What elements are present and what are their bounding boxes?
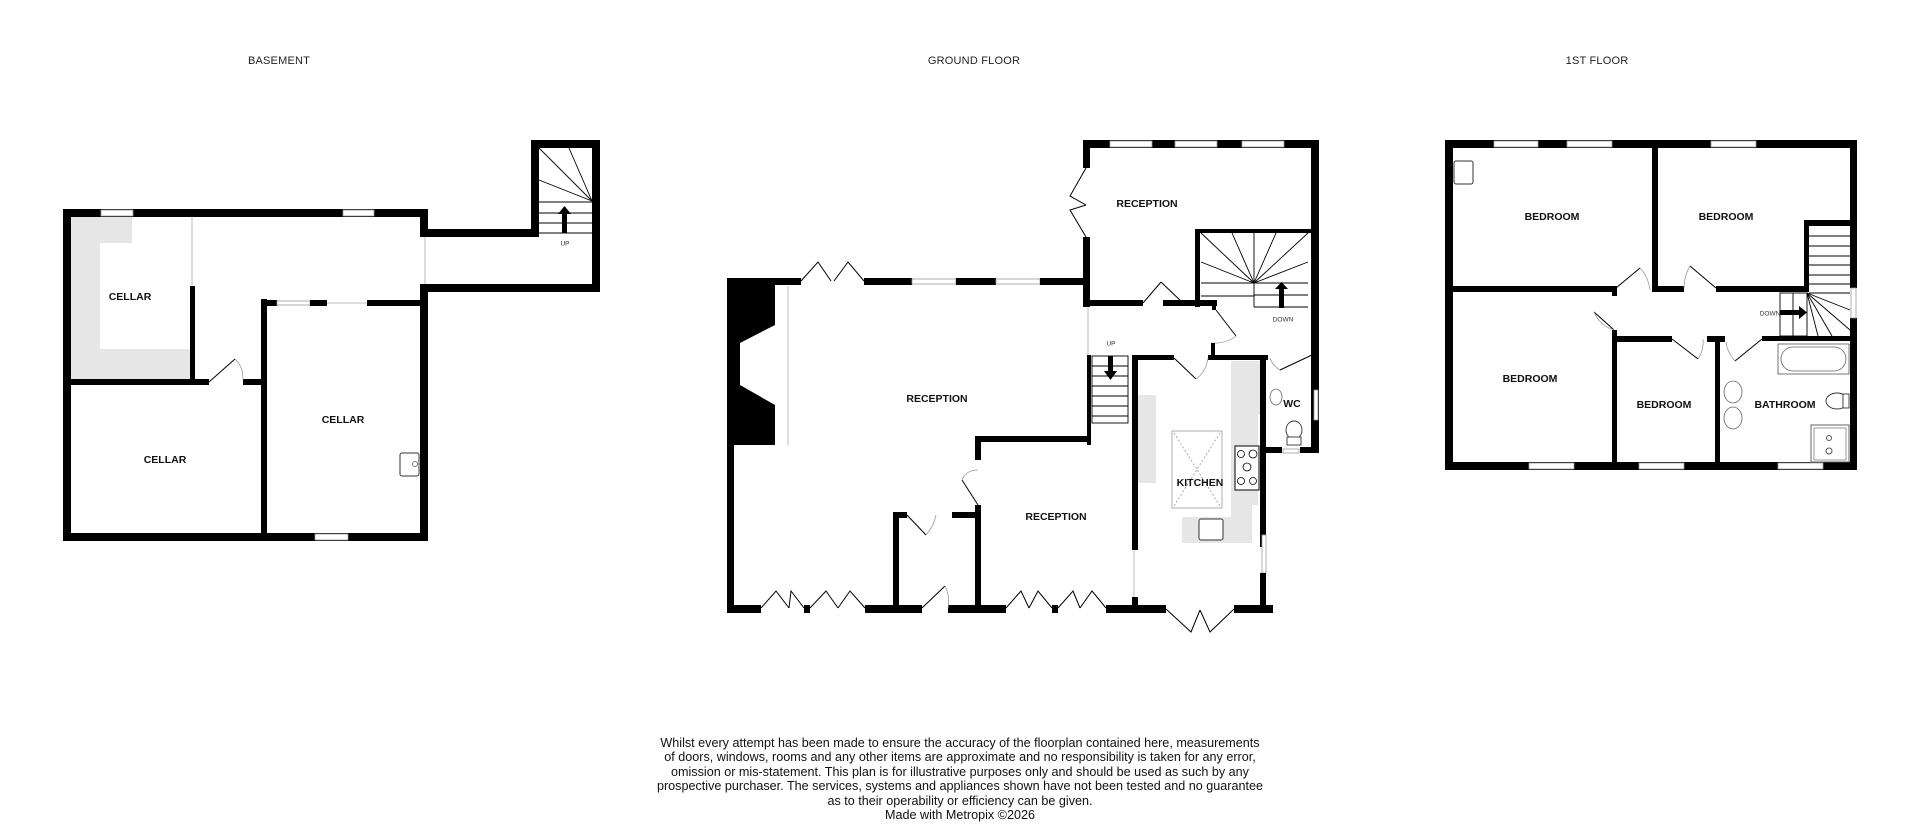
stair-label-down: DOWN [1272,316,1294,324]
basement-plan [63,140,600,541]
disclaimer-line: Whilst every attempt has been made to en… [660,736,1260,750]
disclaimer-line: omission or mis-statement. This plan is … [671,764,1249,779]
room-label-bedroom-2: BEDROOM [1698,211,1754,223]
floor-title-ground-floor: GROUND FLOOR [927,55,1021,67]
disclaimer-line: prospective purchaser. The services, sys… [656,779,1264,794]
stair-label-up: UP [560,240,570,248]
room-label-bedroom-1: BEDROOM [1524,211,1580,223]
room-label-bedroom-4: BEDROOM [1636,399,1692,411]
room-label-bathroom: BATHROOM [1754,399,1816,411]
stair-label-up: UP [1106,340,1116,348]
room-label-kitchen: KITCHEN [1176,477,1224,489]
room-label-wc: WC [1283,398,1301,410]
floor-title-basement: BASEMENT [247,55,311,67]
room-label-cellar-1: CELLAR [108,291,152,303]
room-label-cellar-3: CELLAR [321,414,365,426]
disclaimer-line: as to their operability or efficiency ca… [827,793,1093,808]
first-floor-plan [1445,140,1857,470]
copyright-line: Made with Metropix ©2026 [885,808,1035,823]
disclaimer-text: Whilst every attempt has been made to en… [610,736,1310,822]
room-label-reception-upper: RECEPTION [1116,198,1178,210]
disclaimer-line: of doors, windows, rooms and any other i… [664,750,1256,765]
ground-floor-plan [727,140,1319,633]
room-label-reception-main: RECEPTION [906,393,968,405]
stair-label-down: DOWN [1759,310,1781,318]
room-label-reception-lower: RECEPTION [1025,511,1087,523]
floor-title-first-floor: 1ST FLOOR [1565,55,1629,67]
room-label-cellar-2: CELLAR [143,454,187,466]
room-label-bedroom-3: BEDROOM [1502,373,1558,385]
